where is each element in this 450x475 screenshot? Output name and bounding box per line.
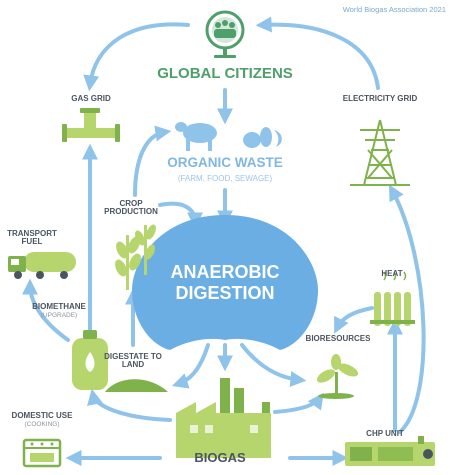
crop-production-label: CROP PRODUCTION [104, 199, 158, 217]
stove-icon [22, 438, 62, 468]
electricity-grid-label: ELECTRICITY GRID [342, 94, 418, 103]
heat-label: HEAT [381, 269, 403, 278]
arrow-pylon-to-globe [255, 16, 380, 90]
digestate-label: DIGESTATE TO LAND [104, 352, 162, 370]
gas-grid-label: GAS GRID [71, 94, 111, 103]
biogas-plant-icon [176, 378, 271, 458]
seedling-icon [316, 354, 359, 399]
attribution-text: World Biogas Association 2021 [342, 5, 446, 14]
gas-pipe-icon [62, 108, 120, 142]
anaerobic-digestion-label: ANAEROBIC DIGESTION [145, 262, 305, 303]
arrow-heat-to-bioresources [334, 306, 374, 334]
anaerobic-digestion-line2: DIGESTION [175, 282, 275, 303]
arrow-globe-to-gas-grid [83, 22, 190, 92]
anaerobic-digestion-line1: ANAEROBIC [170, 262, 280, 282]
radiator-icon [370, 271, 415, 326]
biomethane-label: BIOMETHANE [32, 302, 86, 311]
organic-waste-label: ORGANIC WASTE [167, 155, 283, 170]
arrow-ad-to-bioresources [240, 343, 307, 388]
biomethane-sublabel: (UPGRADE) [40, 312, 78, 319]
generator-icon [345, 436, 435, 466]
tanker-truck-icon [8, 252, 76, 279]
biogas-label: BIOGAS [194, 450, 246, 465]
transport-fuel-label: TRANSPORT FUEL [7, 229, 57, 247]
chp-unit-label: CHP UNIT [366, 429, 404, 438]
pylon-icon [350, 119, 410, 186]
anaerobic-digestion-bubble [132, 215, 318, 350]
flow-arrows [22, 16, 426, 466]
global-citizens-label: GLOBAL CITIZENS [157, 65, 293, 82]
organic-waste-sublabel: (FARM, FOOD, SEWAGE) [177, 174, 273, 183]
arrow-biogas-to-biomethane [87, 388, 172, 422]
arrow-biogas-to-bioresources [273, 392, 324, 414]
crop-plant-icon [115, 224, 156, 290]
gas-cylinder-icon [72, 330, 108, 390]
people-globe-icon [205, 10, 245, 58]
arrow-biomethane-to-transport [22, 278, 70, 342]
domestic-use-sublabel: (COOKING) [24, 421, 60, 428]
arrow-ad-to-digestate [171, 343, 210, 389]
domestic-use-label: DOMESTIC USE [11, 411, 73, 420]
cow-food-waste-icon [175, 122, 282, 151]
arrow-crop-to-waste [133, 125, 172, 197]
soil-mound-icon [105, 379, 168, 392]
bioresources-label: BIORESOURCES [305, 334, 371, 343]
arrow-chp-to-pylon [388, 184, 426, 434]
